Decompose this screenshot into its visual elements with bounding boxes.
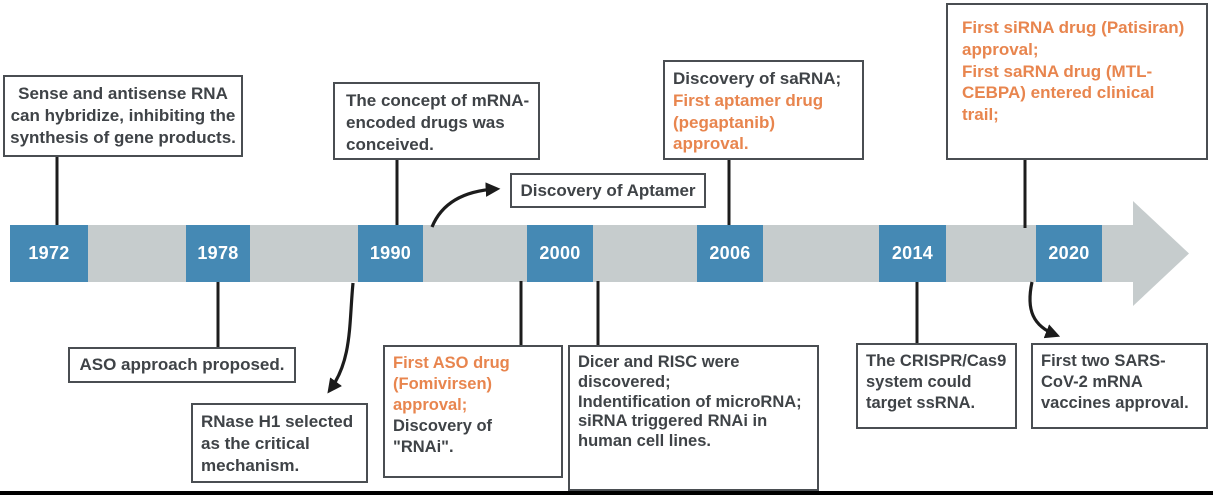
straight-connectors	[55, 157, 1027, 349]
event-text: The CRISPR/Cas9 system could target ssRN…	[866, 352, 1007, 413]
event-box-mrna-concept: The concept of mRNA-encoded drugs was co…	[333, 82, 540, 160]
year-marker-2000: 2000	[527, 225, 593, 282]
timeline-arrowhead-icon	[1133, 201, 1189, 306]
curved-arrows	[327, 182, 1061, 394]
event-box-patisiran-mtlcebpa: First siRNA drug (Patisiran) approval; F…	[946, 3, 1208, 160]
event-text: Indentification of microRNA;	[578, 392, 802, 411]
year-marker-1972: 1972	[10, 225, 88, 282]
event-box-sarna-pegaptanib: Discovery of saRNA; First aptamer drug (…	[663, 60, 864, 160]
event-text: Discovery of "RNAi".	[393, 417, 493, 457]
year-marker-1978: 1978	[186, 225, 250, 282]
event-box-aptamer-discovery: Discovery of Aptamer	[510, 173, 706, 208]
year-marker-2006: 2006	[697, 225, 763, 282]
event-box-aso-proposed: ASO approach proposed.	[68, 347, 296, 383]
event-box-sense-antisense: Sense and antisense RNA can hybridize, i…	[3, 75, 243, 157]
event-text-highlight: First saRNA drug (MTL-CEBPA) entered cli…	[962, 61, 1155, 125]
year-marker-2014: 2014	[879, 225, 946, 282]
event-text-highlight: First aptamer drug (pegaptanib) approval…	[673, 90, 824, 154]
event-text-highlight: First siRNA drug (Patisiran) approval;	[962, 18, 1185, 59]
curved-arrow-to-rnase	[327, 282, 355, 394]
year-marker-1990: 1990	[358, 225, 423, 282]
event-text: RNase H1 selected as the critical mechan…	[201, 412, 354, 475]
bottom-border-rule	[0, 491, 1213, 495]
curved-arrow-to-sars	[1028, 281, 1061, 339]
event-text: Dicer and RISC were discovered;	[578, 353, 740, 391]
event-box-sars-cov2-vaccines: First two SARS-CoV-2 mRNA vaccines appro…	[1031, 343, 1208, 429]
event-text: The concept of mRNA-encoded drugs was co…	[346, 91, 530, 154]
event-text: ASO approach proposed.	[79, 355, 285, 375]
curved-arrow-to-aptamer	[430, 182, 501, 228]
event-text: siRNA triggered RNAi in human cell lines…	[578, 412, 768, 451]
event-text-highlight: First ASO drug (Fomivirsen) approval;	[393, 354, 510, 415]
event-text: Discovery of saRNA;	[673, 69, 842, 88]
event-box-crispr-cas9: The CRISPR/Cas9 system could target ssRN…	[856, 343, 1017, 429]
event-box-rnase-h1: RNase H1 selected as the critical mechan…	[191, 403, 368, 483]
event-box-dicer-risc-mirna: Dicer and RISC were discovered; Indentif…	[568, 345, 819, 491]
year-marker-2020: 2020	[1036, 225, 1102, 282]
event-text: Sense and antisense RNA can hybridize, i…	[10, 84, 236, 147]
event-text: Discovery of Aptamer	[520, 180, 696, 200]
event-text: First two SARS-CoV-2 mRNA vaccines appro…	[1041, 352, 1189, 413]
event-box-fomivirsen-rnai: First ASO drug (Fomivirsen) approval; Di…	[383, 345, 563, 478]
